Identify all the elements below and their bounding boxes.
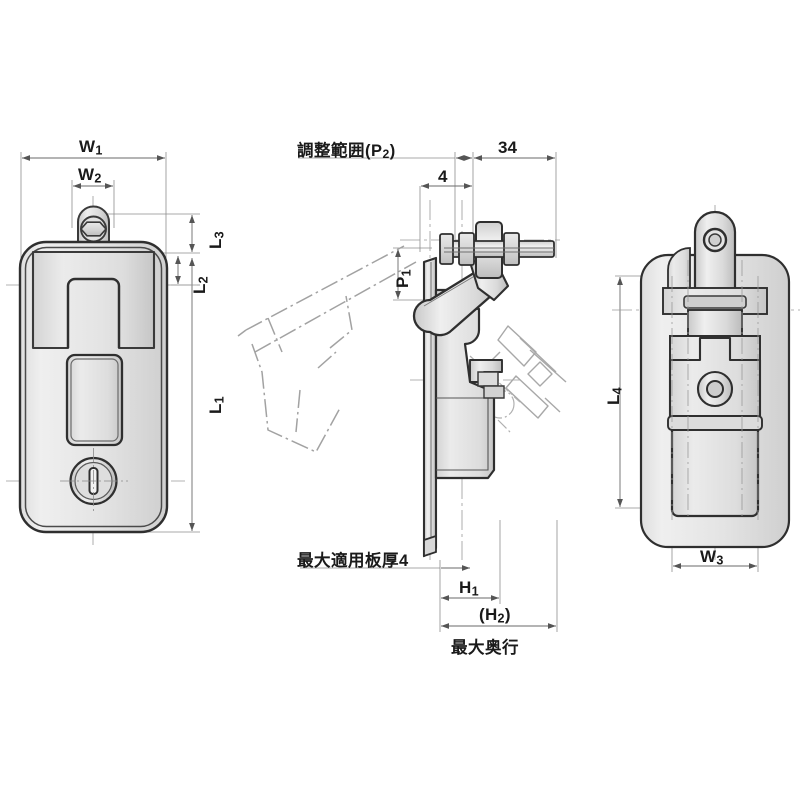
dimension-label-w3: W3 [700,547,724,568]
front-inner-panel [65,353,124,447]
rear-view-dimension-arrows [617,277,757,569]
rear-view [612,205,800,572]
dimension-label-l4: L4 [604,387,625,405]
rear-shackle-tab [693,210,737,307]
side-plate-bottom-hook [423,534,437,558]
dimension-label-l2: L2 [190,276,211,294]
dimension-label-w2: W2 [78,165,102,186]
dimension-label-4: 4 [438,167,448,186]
dimension-label-l1: L1 [206,396,227,414]
front-view-dimension-arrows [22,155,195,531]
front-hex-lug [77,205,110,244]
max-depth-note: 最大奥行 [451,639,519,657]
dimension-label-w1: W1 [79,137,103,158]
max-plate-thickness-note: 最大適用板厚4 [297,552,409,570]
dimension-label-34: 34 [498,138,517,157]
front-lock-center-cross [60,448,128,514]
dimension-label-l3: L3 [206,231,227,249]
side-view-open-position-phantom [237,245,417,453]
rear-hidden-lines [671,260,759,520]
side-adjusting-bolt[interactable] [439,221,555,279]
front-view [6,152,200,545]
dimension-label-p1: P1 [393,269,414,288]
side-section-view [237,152,567,632]
rear-lower-pad [667,415,763,518]
side-view-dimension-arrows [395,155,556,629]
dimension-label-h2: (H2) [479,605,511,626]
front-lever-cutout [31,250,156,350]
side-latch-fingers [469,359,505,399]
dimension-label-h1: H1 [459,578,479,599]
adjust-range-label: 調整範囲(P2) [297,142,396,162]
side-view-open-bolt-phantom [491,325,567,419]
